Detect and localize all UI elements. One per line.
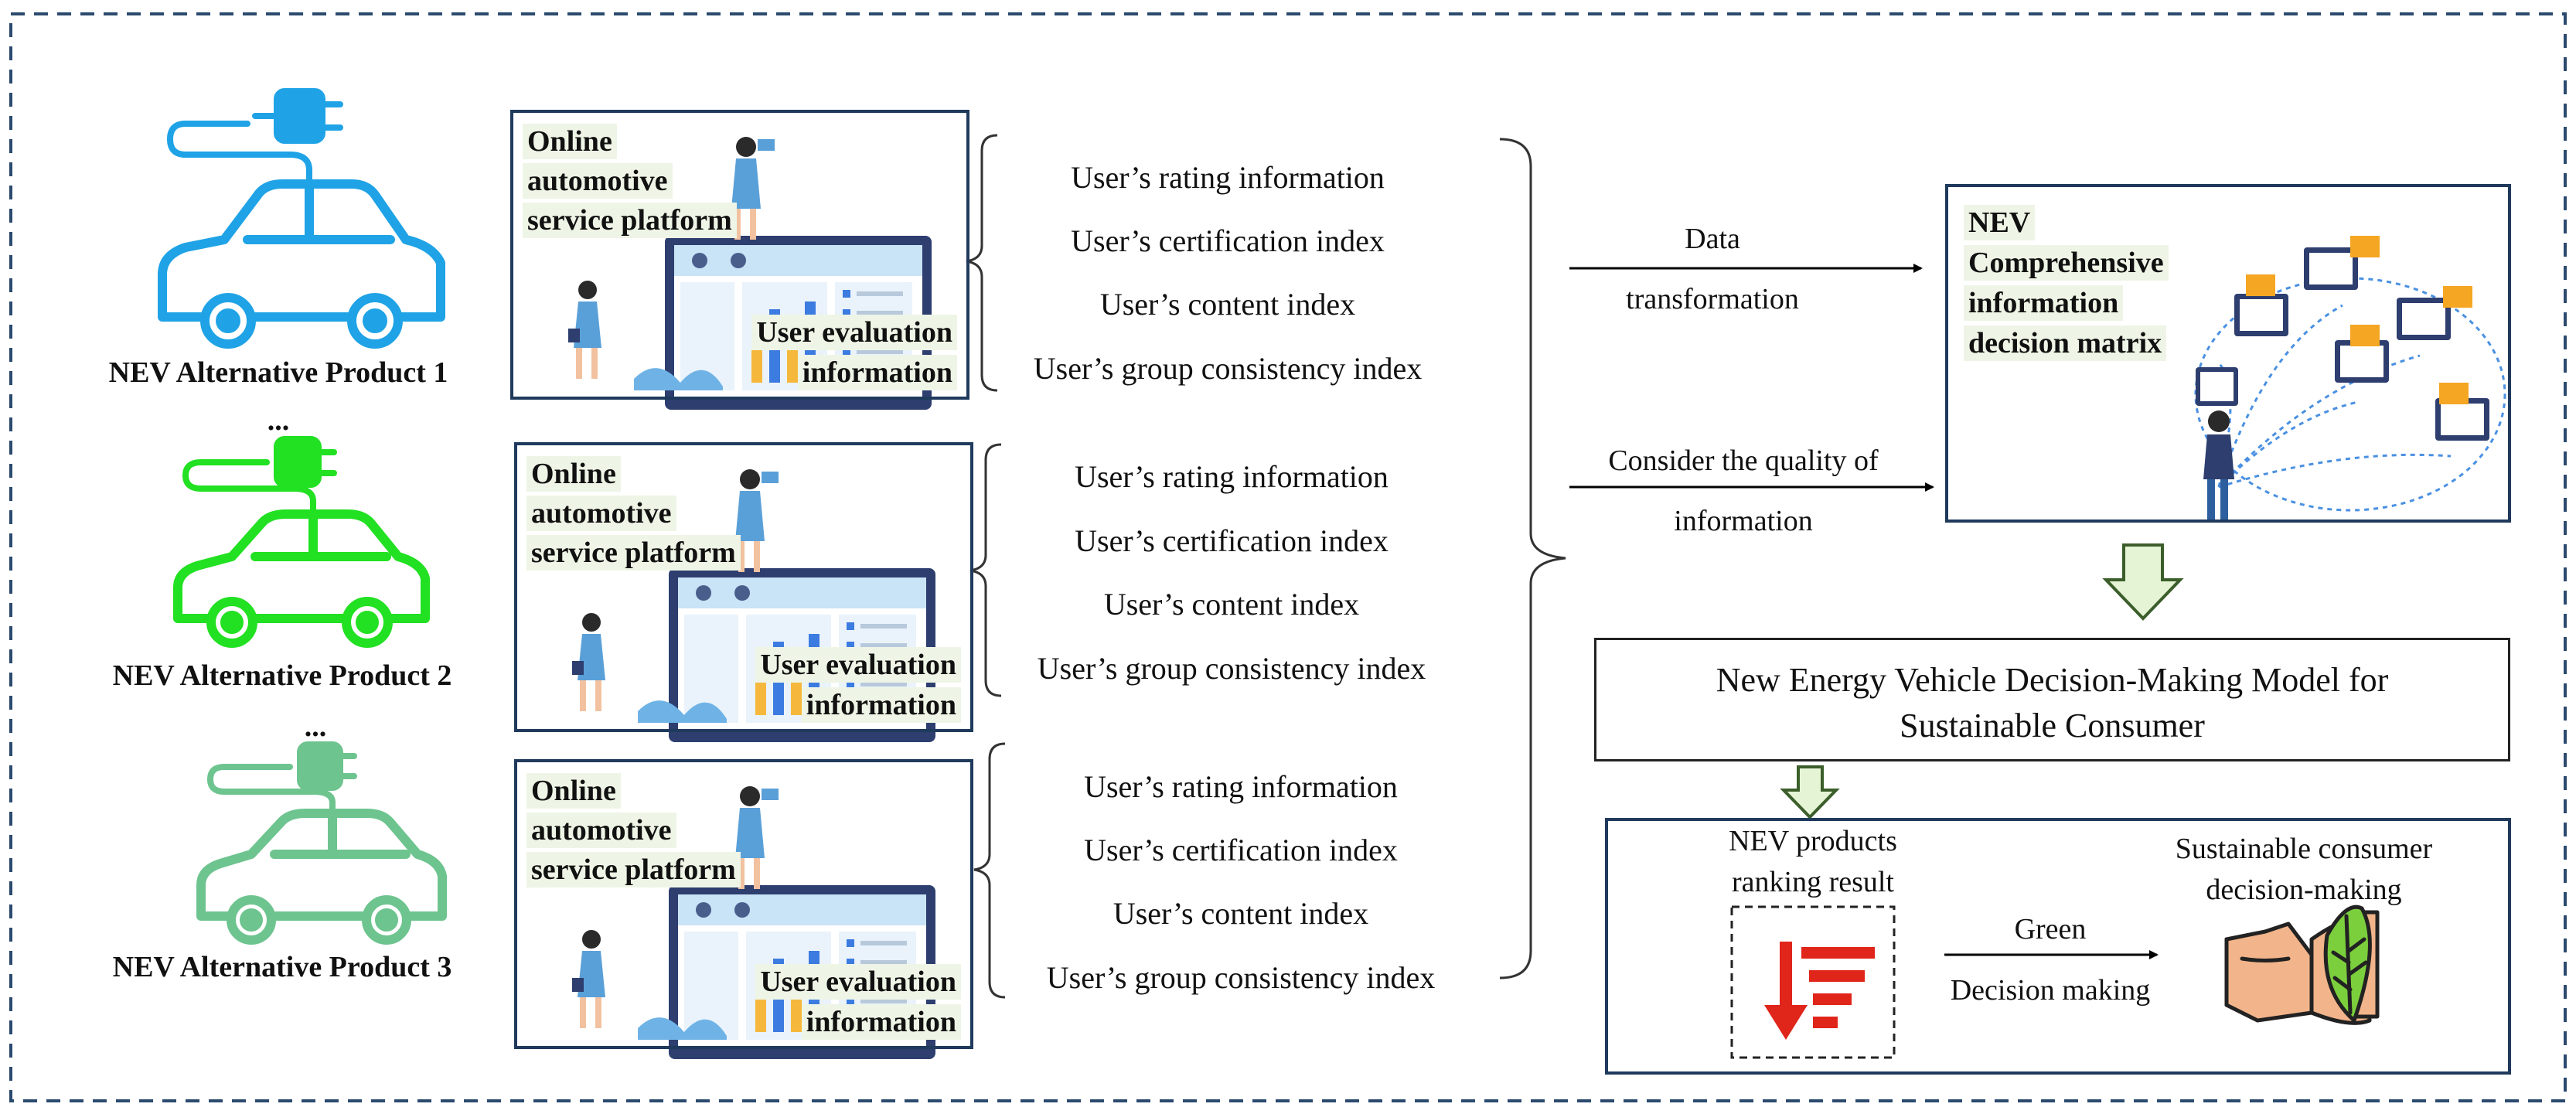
down-arrow-2 xyxy=(1780,765,1840,819)
product-label-3: NEV Alternative Product 3 xyxy=(112,951,452,983)
product-label-1: NEV Alternative Product 1 xyxy=(108,356,448,389)
index-group-consistency-3: User’s group consistency index xyxy=(1046,960,1436,995)
decision-model-box: New Energy Vehicle Decision-Making Model… xyxy=(1594,638,2510,761)
green-label: Green xyxy=(2014,913,2087,945)
ranking-label-2: ranking result xyxy=(1731,866,1895,898)
sustainable-label-2: decision-making xyxy=(2206,874,2402,906)
decision-matrix-title: NEV Comprehensive information decision m… xyxy=(1964,203,2169,363)
decision-making-label: Decision making xyxy=(1950,974,2151,1007)
ranking-label-1: NEV products xyxy=(1729,825,1897,857)
index-rating-2: User’s rating information xyxy=(1075,459,1389,494)
index-content-2: User’s content index xyxy=(1103,587,1360,622)
ranking-icon xyxy=(1764,942,1875,1040)
index-certification-1: User’s certification index xyxy=(1071,223,1385,258)
index-certification-3: User’s certification index xyxy=(1084,833,1398,867)
arrow-label-data: Data xyxy=(1685,223,1740,255)
index-content-1: User’s content index xyxy=(1099,287,1356,322)
car-icon-2 xyxy=(173,436,430,648)
arrow-label-quality: Consider the quality of xyxy=(1608,445,1879,477)
index-rating-3: User’s rating information xyxy=(1084,769,1398,804)
platform-box-3: Online automotive service platform User … xyxy=(514,759,973,1049)
index-group-consistency-2: User’s group consistency index xyxy=(1037,651,1426,686)
bracket-group-1 xyxy=(966,134,998,392)
ellipsis-1: ... xyxy=(267,404,290,437)
platform-box-1: Online automotive service platform User … xyxy=(510,110,969,400)
down-arrow-1 xyxy=(2102,543,2184,621)
index-group-consistency-1: User’s group consistency index xyxy=(1033,351,1423,386)
person-icon xyxy=(2203,411,2234,522)
ellipsis-2: ... xyxy=(304,710,327,743)
platform-title-1: Online automotive service platform xyxy=(523,122,737,240)
result-box xyxy=(1605,818,2511,1075)
platform-box-2: Online automotive service platform User … xyxy=(514,442,973,732)
monitor-icon-group xyxy=(2196,236,2489,441)
model-title-line1: New Energy Vehicle Decision-Making Model… xyxy=(1716,661,2389,699)
bracket-large xyxy=(1499,138,1566,979)
car-icon-1 xyxy=(158,88,445,349)
sustainable-label-1: Sustainable consumer xyxy=(2175,833,2433,865)
index-certification-2: User’s certification index xyxy=(1075,523,1389,558)
index-content-3: User’s content index xyxy=(1113,896,1369,931)
ranking-dashed-box xyxy=(1730,905,1896,1059)
user-evaluation-label-3: User evaluation information xyxy=(755,962,961,1042)
hand-leaf-icon xyxy=(2224,904,2380,1025)
arrow-label-transformation: transformation xyxy=(1626,283,1799,315)
platform-title-3: Online automotive service platform xyxy=(526,772,741,890)
platform-title-2: Online automotive service platform xyxy=(526,455,741,573)
outer-dashed-frame xyxy=(9,12,2567,1102)
matrix-network-illustration xyxy=(2194,236,2506,522)
bracket-group-2 xyxy=(969,443,1002,697)
decision-matrix-box: NEV Comprehensive information decision m… xyxy=(1945,184,2511,523)
user-evaluation-label-2: User evaluation information xyxy=(755,645,961,725)
index-rating-1: User’s rating information xyxy=(1071,160,1385,195)
arrow-label-information: information xyxy=(1674,505,1813,537)
user-evaluation-label-1: User evaluation information xyxy=(751,312,957,393)
car-icon-3 xyxy=(196,741,447,945)
product-label-2: NEV Alternative Product 2 xyxy=(112,659,452,692)
model-title-line2: Sustainable Consumer xyxy=(1900,707,2205,744)
bracket-group-3 xyxy=(973,742,1006,999)
